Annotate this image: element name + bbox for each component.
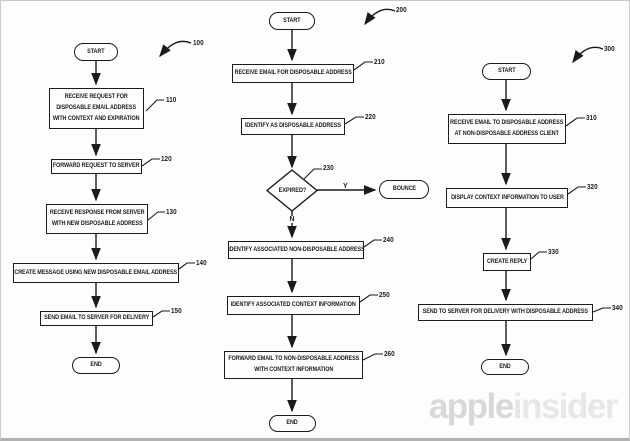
text-line: IDENTIFY ASSOCIATED NON-DISPOSABLE ADDRE… [227,245,365,253]
figure-ref-100: 100 [193,38,204,47]
text-line: RECEIVE EMAIL TO DISPOSABLE ADDRESS [450,119,564,127]
terminal-bounce: BOUNCE [379,180,429,199]
terminal-label: END [286,419,299,427]
terminal-label: START [283,16,301,24]
ref-label-110: 110 [166,95,177,104]
ref-label-230: 230 [323,163,334,172]
process-box-220: IDENTIFY AS DISPOSABLE ADDRESS [241,118,345,135]
ref-label-260: 260 [384,349,395,358]
figure-ref-200: 200 [396,5,407,14]
terminal-label: END [499,362,511,370]
text-line: SEND EMAIL TO SERVER FOR DELIVERY [43,314,150,322]
terminal-label: BOUNCE [392,185,416,193]
text-line: WITH CONTEXT INFORMATION [254,366,333,373]
text-line: FORWARD EMAIL TO NON-DISPOSABLE ADDRESS [228,355,359,363]
process-box-110: RECEIVE REQUEST FOR DISPOSABLE EMAIL ADD… [49,88,144,129]
ref-label-140: 140 [196,258,207,267]
text-line: RECEIVE EMAIL FOR DISPOSABLE ADDRESS [234,69,352,77]
ref-label-130: 130 [166,207,177,216]
process-box-330: CREATE REPLY [483,253,531,271]
text-line: DISPLAY CONTEXT INFORMATION TO USER [450,193,564,201]
text-line: DISPOSABLE EMAIL ADDRESS [56,104,137,112]
figure-ref-300: 300 [604,44,615,53]
ref-label-330: 330 [548,247,559,256]
process-box-260: FORWARD EMAIL TO NON-DISPOSABLE ADDRESS … [224,351,363,379]
terminal-start-3: START [482,63,531,80]
text-line: IDENTIFY AS DISPOSABLE ADDRESS [245,122,341,130]
text-line: SEND TO SERVER FOR DELIVERY WITH DISPOSA… [422,308,589,316]
branch-label-yes: Y [343,183,348,190]
text-line: WITH CONTEXT AND EXPIRATION [53,114,140,122]
ref-label-250: 250 [379,290,390,299]
terminal-label: END [90,361,102,369]
ref-label-150: 150 [171,306,182,315]
text-line: CREATE MESSAGE USING NEW DISPOSABLE EMAI… [14,268,178,276]
process-box-130: RECEIVE RESPONSE FROM SERVER WITH NEW DI… [46,204,148,234]
reference-leader-lines [141,61,611,361]
process-box-240: IDENTIFY ASSOCIATED NON-DISPOSABLE ADDRE… [228,241,364,259]
terminal-start-2: START [269,12,315,30]
watermark-apple: apple [428,387,514,426]
decision-diamond-expired [265,169,319,212]
figure-number-arrows [159,8,604,64]
text-line: RECEIVE RESPONSE FROM SERVER [49,209,145,217]
text-line: RECEIVE REQUEST FOR [64,93,129,101]
terminal-end-2: END [269,415,316,432]
decision-text-expired: EXPIRED? [278,187,307,194]
process-box-210: RECEIVE EMAIL FOR DISPOSABLE ADDRESS [232,64,354,83]
text-line: IDENTIFY ASSOCIATED CONTEXT INFORMATION [230,301,357,309]
text-line: FORWARD REQUEST TO SERVER [53,162,140,170]
appleinsider-watermark: appleinsider [428,387,619,426]
terminal-label: START [87,47,105,55]
terminal-start-1: START [74,43,118,61]
ref-label-240: 240 [383,235,394,244]
terminal-end-3: END [481,359,529,375]
ref-label-210: 210 [374,57,385,66]
text-line: AT NON-DISPOSABLE ADDRESS CLIENT [454,130,560,137]
terminal-end-1: END [72,357,120,374]
process-box-310: RECEIVE EMAIL TO DISPOSABLE ADDRESS AT N… [448,114,566,144]
process-box-250: IDENTIFY ASSOCIATED CONTEXT INFORMATION [227,296,360,315]
ref-label-120: 120 [161,154,172,163]
ref-label-340: 340 [612,303,623,312]
text-line: WITH NEW DISPOSABLE ADDRESS [51,220,143,227]
ref-label-320: 320 [587,182,598,191]
process-box-340: SEND TO SERVER FOR DELIVERY WITH DISPOSA… [418,304,593,321]
process-text: RECEIVE REQUEST FOR DISPOSABLE EMAIL ADD… [53,92,140,125]
process-box-150: SEND EMAIL TO SERVER FOR DELIVERY [40,311,153,326]
process-box-140: CREATE MESSAGE USING NEW DISPOSABLE EMAI… [13,263,179,283]
watermark-insider: insider [512,387,619,426]
flow-arrows [91,30,511,413]
terminal-label: START [497,67,516,75]
text-line: CREATE REPLY [486,257,528,265]
branch-label-no: N [288,216,297,223]
process-box-320: DISPLAY CONTEXT INFORMATION TO USER [446,188,568,208]
ref-label-220: 220 [365,112,376,121]
process-box-120: FORWARD REQUEST TO SERVER [51,159,142,174]
ref-label-310: 310 [586,113,597,122]
